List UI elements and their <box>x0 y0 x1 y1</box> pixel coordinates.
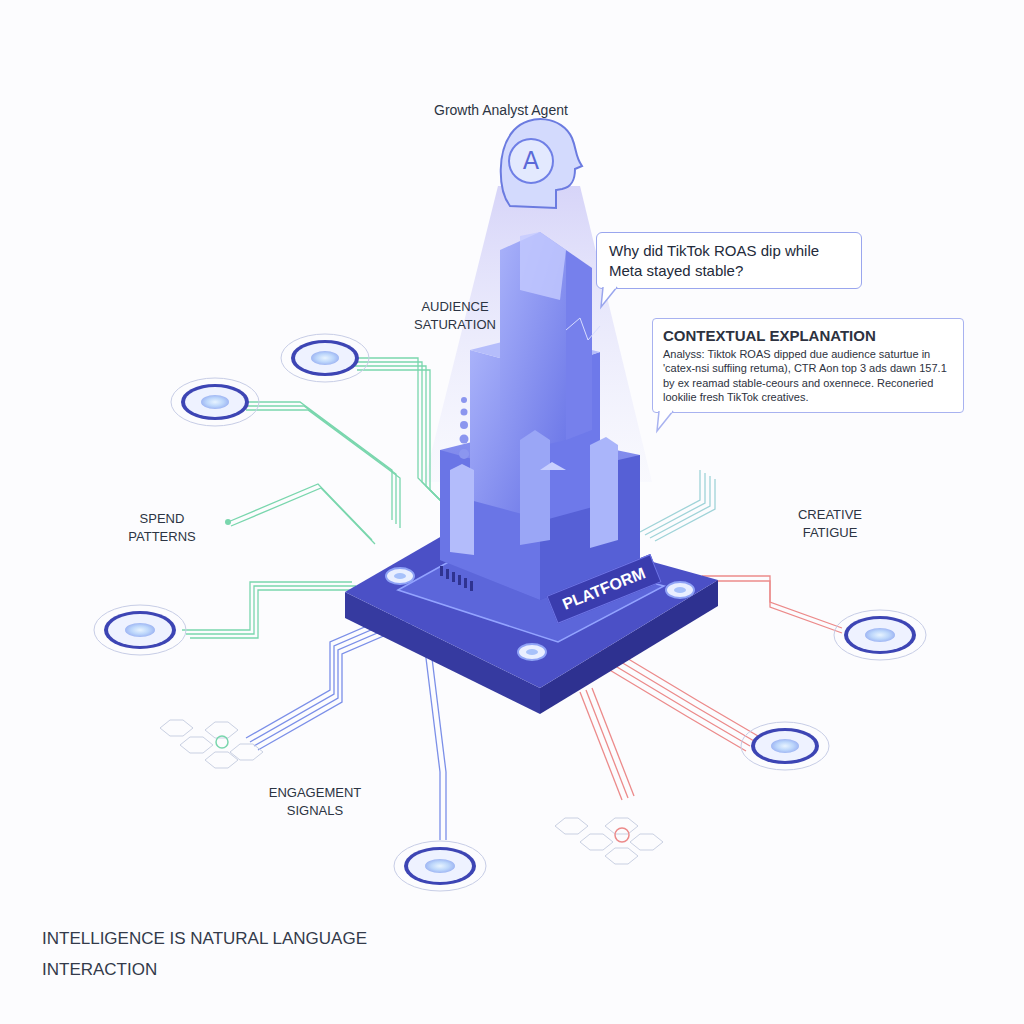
node-body: Analyss: Tiktok ROAS dipped due audience… <box>663 347 953 404</box>
explanation-box: CONTEXTUAL EXPLANATION Analyss: Tiktok RO… <box>652 318 964 413</box>
node-text: A <box>523 147 539 175</box>
node-text: CONTEXTUAL EXPLANATION <box>663 327 953 344</box>
agent-title: Growth Analyst Agent <box>434 102 568 118</box>
signal-label: SPEND PATTERNS <box>112 510 212 545</box>
question-bubble: Why did TikTok ROAS dip while Meta staye… <box>596 232 862 289</box>
node-text: Why did TikTok ROAS dip while Meta staye… <box>609 241 849 280</box>
signal-label: AUDIENCE SATURATION <box>405 298 505 333</box>
signal-label: CREATIVE FATIGUE <box>783 506 877 541</box>
signal-label: ENGAGEMENT SIGNALS <box>256 784 374 819</box>
bubble-tail <box>601 287 625 309</box>
agent-avatar: A <box>508 138 554 184</box>
caption: INTELLIGENCE IS NATURAL LANGUAGE INTERAC… <box>42 924 372 985</box>
bubble-tail <box>657 411 681 433</box>
